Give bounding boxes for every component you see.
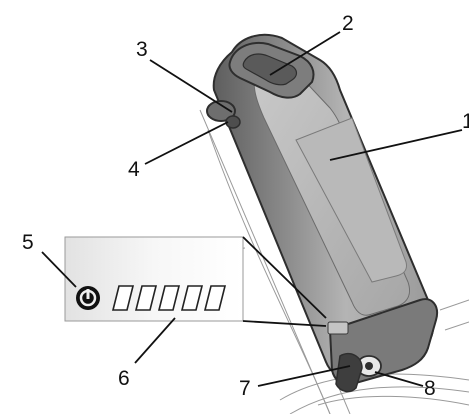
battery-label-panel: [295, 117, 407, 283]
charge-led-bar: [180, 285, 204, 311]
callout-8: 8: [424, 377, 436, 400]
leader-7: [257, 365, 351, 387]
callout-numbers: 1 2 3 4 5 6 7 8: [22, 12, 469, 400]
charge-led-bar: [134, 285, 158, 311]
battery-pack: [206, 33, 438, 393]
socket-cover: [335, 352, 363, 393]
charge-led-bars: [111, 285, 227, 311]
charge-indicator-strip: [327, 321, 349, 335]
leader-8: [374, 371, 424, 387]
leader-3: [149, 59, 233, 113]
leader-5: [41, 251, 77, 288]
lock-key-slot: [225, 115, 241, 129]
socket-pin: [365, 362, 373, 370]
leader-4: [144, 121, 229, 165]
callout-6: 6: [118, 367, 130, 390]
lock-cylinder: [206, 100, 236, 122]
leader-1: [329, 129, 463, 161]
callout-4: 4: [128, 158, 140, 181]
charge-indicator-inset: [64, 236, 327, 327]
callout-1: 1: [462, 110, 469, 133]
leader-2: [269, 31, 341, 76]
callout-3: 3: [136, 38, 148, 61]
battery-handle-grip: [242, 53, 298, 86]
power-icon: [76, 286, 100, 310]
leader-6: [134, 317, 176, 364]
callout-7: 7: [239, 377, 251, 400]
charge-led-bar: [203, 285, 227, 311]
charge-led-bar: [157, 285, 181, 311]
charge-led-bar: [111, 285, 135, 311]
callout-5: 5: [22, 231, 34, 254]
callout-2: 2: [342, 12, 354, 35]
callout-leaders: [41, 31, 463, 387]
